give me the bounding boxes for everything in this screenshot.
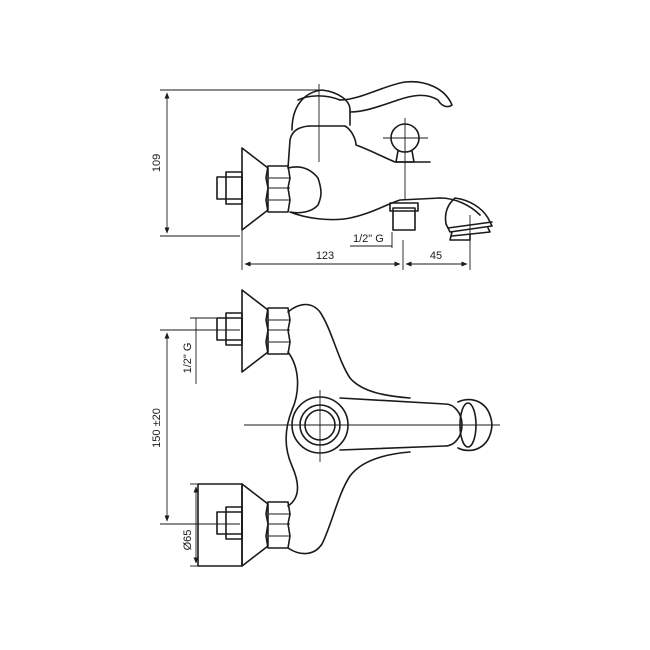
upper-flange-plan: [241, 289, 269, 373]
thread-label-plan: 1/2" G: [182, 343, 194, 374]
inlet-pipe-side: [216, 176, 243, 200]
dim-center-label: 150 ±20: [151, 408, 163, 448]
dim-height-label: 109: [151, 154, 163, 172]
cartridge-dome-side: [291, 89, 351, 131]
dim-width-label: 123: [316, 250, 334, 262]
upper-inlet-plan: [216, 317, 243, 341]
lower-flange-face: [197, 483, 243, 567]
lever-plan: [339, 397, 463, 451]
dim-spout-label: 45: [430, 250, 442, 262]
dim-diameter-label: Ø65: [182, 530, 194, 551]
lower-hex-nut-plan: [265, 501, 291, 549]
upper-hex-nut-plan: [265, 307, 291, 355]
spout-end-side: [444, 197, 493, 233]
mixer-body-side: [287, 125, 481, 221]
mixer-body-plan: [285, 303, 411, 555]
inlet-nut-side: [225, 171, 243, 205]
wall-flange-side: [241, 147, 269, 231]
lower-inlet-plan: [216, 511, 243, 535]
thread-label-side: 1/2" G: [353, 233, 384, 245]
lever-side: [339, 80, 453, 113]
lower-flange-plan: [241, 483, 269, 567]
plan-view: 1/2" G 150 ±20 Ø65: [151, 289, 500, 567]
side-view: 109 123 45 1/2" G: [151, 80, 493, 270]
shower-outlet-side: [392, 207, 416, 231]
hex-nut-side: [265, 165, 291, 213]
